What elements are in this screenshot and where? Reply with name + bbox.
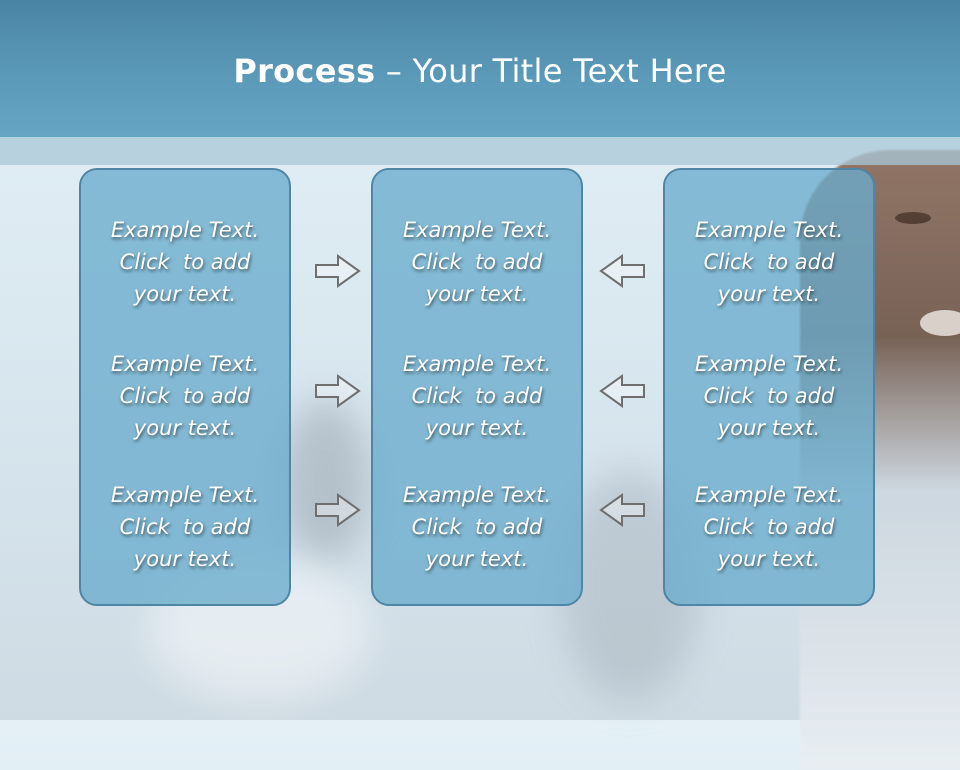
text-line: Example Text. — [110, 483, 260, 507]
text-line: Click to add — [119, 250, 251, 274]
left-arrow-icon — [599, 374, 645, 408]
text-line: Example Text. — [694, 483, 844, 507]
text-line: Example Text. — [694, 218, 844, 242]
right-arrow-icon — [315, 254, 361, 288]
text-line: Example Text. — [694, 352, 844, 376]
text-block[interactable]: Example Text. Click to add your text. — [81, 479, 289, 575]
text-line: your text. — [133, 416, 237, 440]
text-line: your text. — [425, 282, 529, 306]
text-line: your text. — [425, 416, 529, 440]
right-arrow-icon — [315, 493, 361, 527]
text-line: your text. — [133, 282, 237, 306]
text-block[interactable]: Example Text. Click to add your text. — [373, 214, 581, 310]
text-line: Click to add — [703, 250, 835, 274]
title-bar-strip — [0, 137, 960, 165]
text-line: Click to add — [411, 250, 543, 274]
text-block[interactable]: Example Text. Click to add your text. — [665, 348, 873, 444]
slide-title-rest: – Your Title Text Here — [375, 52, 727, 90]
left-arrow-icon — [599, 493, 645, 527]
text-line: your text. — [425, 547, 529, 571]
text-line: Click to add — [411, 515, 543, 539]
right-arrow-icon — [315, 374, 361, 408]
text-line: Click to add — [119, 384, 251, 408]
slide-title-bold: Process — [233, 52, 376, 90]
text-line: Click to add — [703, 384, 835, 408]
text-line: Example Text. — [402, 483, 552, 507]
person-smile — [920, 310, 960, 336]
process-box-left[interactable]: Example Text. Click to add your text. Ex… — [79, 168, 291, 606]
text-block[interactable]: Example Text. Click to add your text. — [665, 214, 873, 310]
text-line: your text. — [717, 282, 821, 306]
slide-title[interactable]: Process – Your Title Text Here — [0, 52, 960, 90]
text-block[interactable]: Example Text. Click to add your text. — [665, 479, 873, 575]
text-line: Example Text. — [110, 352, 260, 376]
text-line: Click to add — [119, 515, 251, 539]
left-arrow-icon — [599, 254, 645, 288]
text-line: Click to add — [411, 384, 543, 408]
text-line: Example Text. — [402, 218, 552, 242]
text-line: Example Text. — [402, 352, 552, 376]
text-block[interactable]: Example Text. Click to add your text. — [373, 479, 581, 575]
text-block[interactable]: Example Text. Click to add your text. — [81, 214, 289, 310]
background-blur-shape — [280, 400, 370, 560]
person-eye — [895, 212, 931, 224]
text-line: your text. — [717, 416, 821, 440]
text-line: your text. — [717, 547, 821, 571]
text-line: Click to add — [703, 515, 835, 539]
text-line: your text. — [133, 547, 237, 571]
text-block[interactable]: Example Text. Click to add your text. — [373, 348, 581, 444]
process-box-center[interactable]: Example Text. Click to add your text. Ex… — [371, 168, 583, 606]
text-line: Example Text. — [110, 218, 260, 242]
process-box-right[interactable]: Example Text. Click to add your text. Ex… — [663, 168, 875, 606]
text-block[interactable]: Example Text. Click to add your text. — [81, 348, 289, 444]
title-bar — [0, 0, 960, 137]
